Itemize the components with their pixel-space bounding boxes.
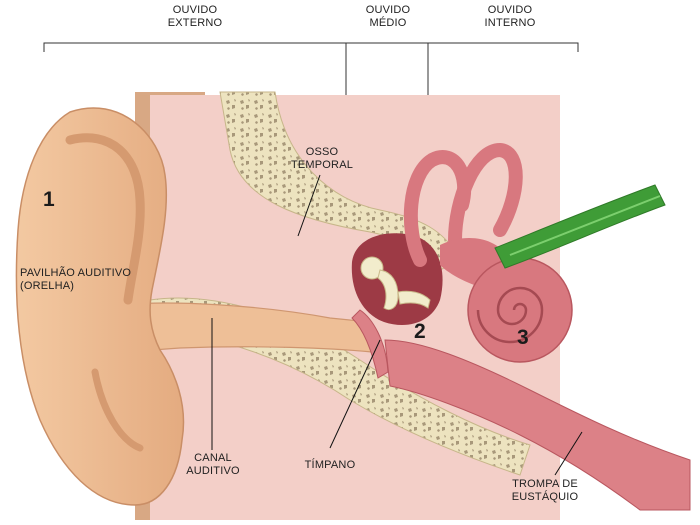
label-temporal-bone: OSSO TEMPORAL (282, 146, 362, 172)
section-label-middle-line1: OUVIDO (365, 4, 411, 16)
section-label-middle-line2: MÉDIO (369, 17, 407, 29)
label-pinna-line1: PAVILHÃO AUDITIVO (20, 267, 132, 279)
section-label-outer-line2: EXTERNO (167, 17, 223, 29)
bone-upper-wedge (145, 215, 275, 300)
eustachian-tube (384, 339, 691, 511)
ossicles (360, 256, 431, 310)
section-label-outer-line1: OUVIDO (172, 4, 218, 16)
label-eustachian-line2: EUSTÁQUIO (511, 491, 579, 503)
label-eustachian-line1: TROMPA DE (512, 478, 578, 490)
section-label-inner-line1: OUVIDO (487, 4, 533, 16)
label-ear-canal: CANAL AUDITIVO (178, 452, 248, 478)
section-label-middle: OUVIDO MÉDIO (353, 4, 423, 30)
label-pinna-line2: (ORELHA) (20, 280, 75, 292)
label-temporal-bone-line1: OSSO (305, 146, 339, 158)
eardrum (351, 309, 389, 379)
label-ear-canal-line2: AUDITIVO (186, 465, 240, 477)
label-eardrum: TÍMPANO (304, 459, 356, 471)
number-1: 1 (43, 188, 55, 211)
inner-ear-bracket (428, 42, 579, 52)
label-temporal-bone-line2: TEMPORAL (290, 159, 354, 171)
number-3: 3 (517, 326, 529, 349)
section-label-inner-line2: INTERNO (484, 17, 536, 29)
section-label-inner: OUVIDO INTERNO (470, 4, 550, 30)
number-2: 2 (414, 320, 426, 343)
section-label-outer: OUVIDO EXTERNO (150, 4, 240, 30)
middle-ear-bracket (346, 42, 429, 52)
outer-ear-bracket (43, 42, 347, 52)
label-eustachian-tube: TROMPA DE EUSTÁQUIO (500, 478, 590, 504)
pointer-lines (211, 174, 583, 476)
pinna (15, 107, 185, 506)
label-ear-canal-line1: CANAL (194, 452, 232, 464)
label-pinna: PAVILHÃO AUDITIVO (ORELHA) (20, 267, 150, 293)
